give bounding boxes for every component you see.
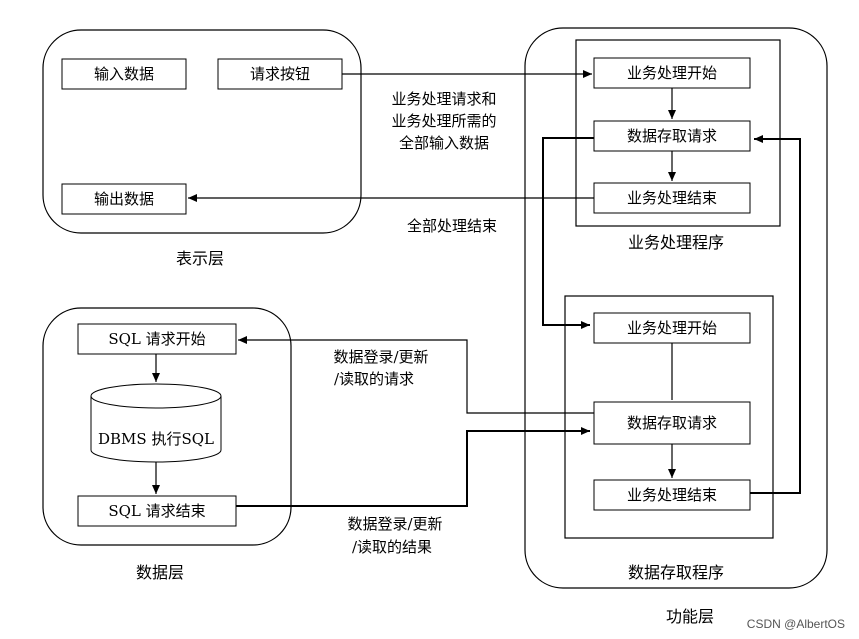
sql-end-to-access-result-arrow bbox=[236, 427, 590, 507]
db-request-note-line1: 数据登录/更新 bbox=[333, 348, 428, 366]
data-layer-panel bbox=[42, 307, 292, 546]
dbms-label: DBMS 执行SQL bbox=[98, 430, 214, 448]
access-end-box bbox=[593, 479, 751, 511]
function-layer-panel bbox=[524, 27, 828, 589]
annotations: 业务处理请求和 业务处理所需的 全部输入数据 全部处理结束 数据登录/更新 /读… bbox=[333, 90, 497, 556]
business-access-box bbox=[593, 120, 751, 152]
presentation-layer-caption: 表示层 bbox=[176, 249, 224, 268]
access-program-frame bbox=[564, 295, 774, 539]
input-data-box bbox=[61, 58, 187, 90]
db-result-note-line1: 数据登录/更新 bbox=[347, 515, 442, 533]
data-layer: SQL 请求开始 DBMS 执行SQL SQL 请求结束 数据层 bbox=[42, 307, 292, 582]
access-start-label: 业务处理开始 bbox=[627, 319, 717, 337]
database-cylinder-top bbox=[90, 383, 222, 409]
sql-start-box bbox=[77, 323, 237, 355]
access-access-box bbox=[593, 401, 751, 445]
access-request-to-sql-start-arrow bbox=[238, 336, 594, 414]
sql-end-label: SQL 请求结束 bbox=[108, 502, 205, 520]
presentation-layer-panel bbox=[42, 29, 362, 234]
request-button[interactable] bbox=[217, 58, 343, 90]
access-end-label: 业务处理结束 bbox=[627, 486, 717, 504]
business-program-frame bbox=[575, 39, 781, 227]
sql-end-box bbox=[77, 495, 237, 527]
access-end-to-business-access-arrow bbox=[750, 135, 801, 494]
input-data-label: 输入数据 bbox=[94, 65, 154, 83]
access-program-caption: 数据存取程序 bbox=[628, 563, 724, 582]
database-cylinder-body bbox=[90, 396, 222, 463]
business-start-label: 业务处理开始 bbox=[627, 64, 717, 82]
request-note-line3: 全部输入数据 bbox=[399, 134, 489, 152]
request-note-line2: 业务处理所需的 bbox=[391, 112, 496, 130]
business-end-label: 业务处理结束 bbox=[627, 189, 717, 207]
connectors bbox=[188, 70, 801, 507]
access-access-label: 数据存取请求 bbox=[627, 414, 717, 432]
watermark: CSDN @AlbertOS bbox=[747, 617, 845, 631]
function-layer: 业务处理开始 数据存取请求 业务处理结束 业务处理程序 业务处理开始 数据存取请… bbox=[524, 27, 828, 626]
function-layer-caption: 功能层 bbox=[666, 607, 714, 626]
db-request-note-line2: /读取的请求 bbox=[334, 370, 414, 388]
request-note-line1: 业务处理请求和 bbox=[391, 90, 496, 108]
request-button-label: 请求按钮 bbox=[250, 65, 310, 83]
output-data-box bbox=[61, 183, 187, 215]
business-access-label: 数据存取请求 bbox=[627, 127, 717, 145]
db-result-note-line2: /读取的结果 bbox=[352, 538, 432, 556]
business-start-box bbox=[593, 57, 751, 89]
all-done-note: 全部处理结束 bbox=[407, 217, 497, 235]
output-data-label: 输出数据 bbox=[94, 190, 154, 208]
business-access-to-access-start-arrow bbox=[542, 137, 594, 329]
business-program-caption: 业务处理程序 bbox=[628, 233, 724, 252]
presentation-layer: 输入数据 请求按钮 输出数据 表示层 bbox=[42, 29, 362, 268]
data-layer-caption: 数据层 bbox=[136, 563, 184, 582]
business-end-box bbox=[593, 182, 751, 214]
sql-start-label: SQL 请求开始 bbox=[108, 330, 205, 348]
